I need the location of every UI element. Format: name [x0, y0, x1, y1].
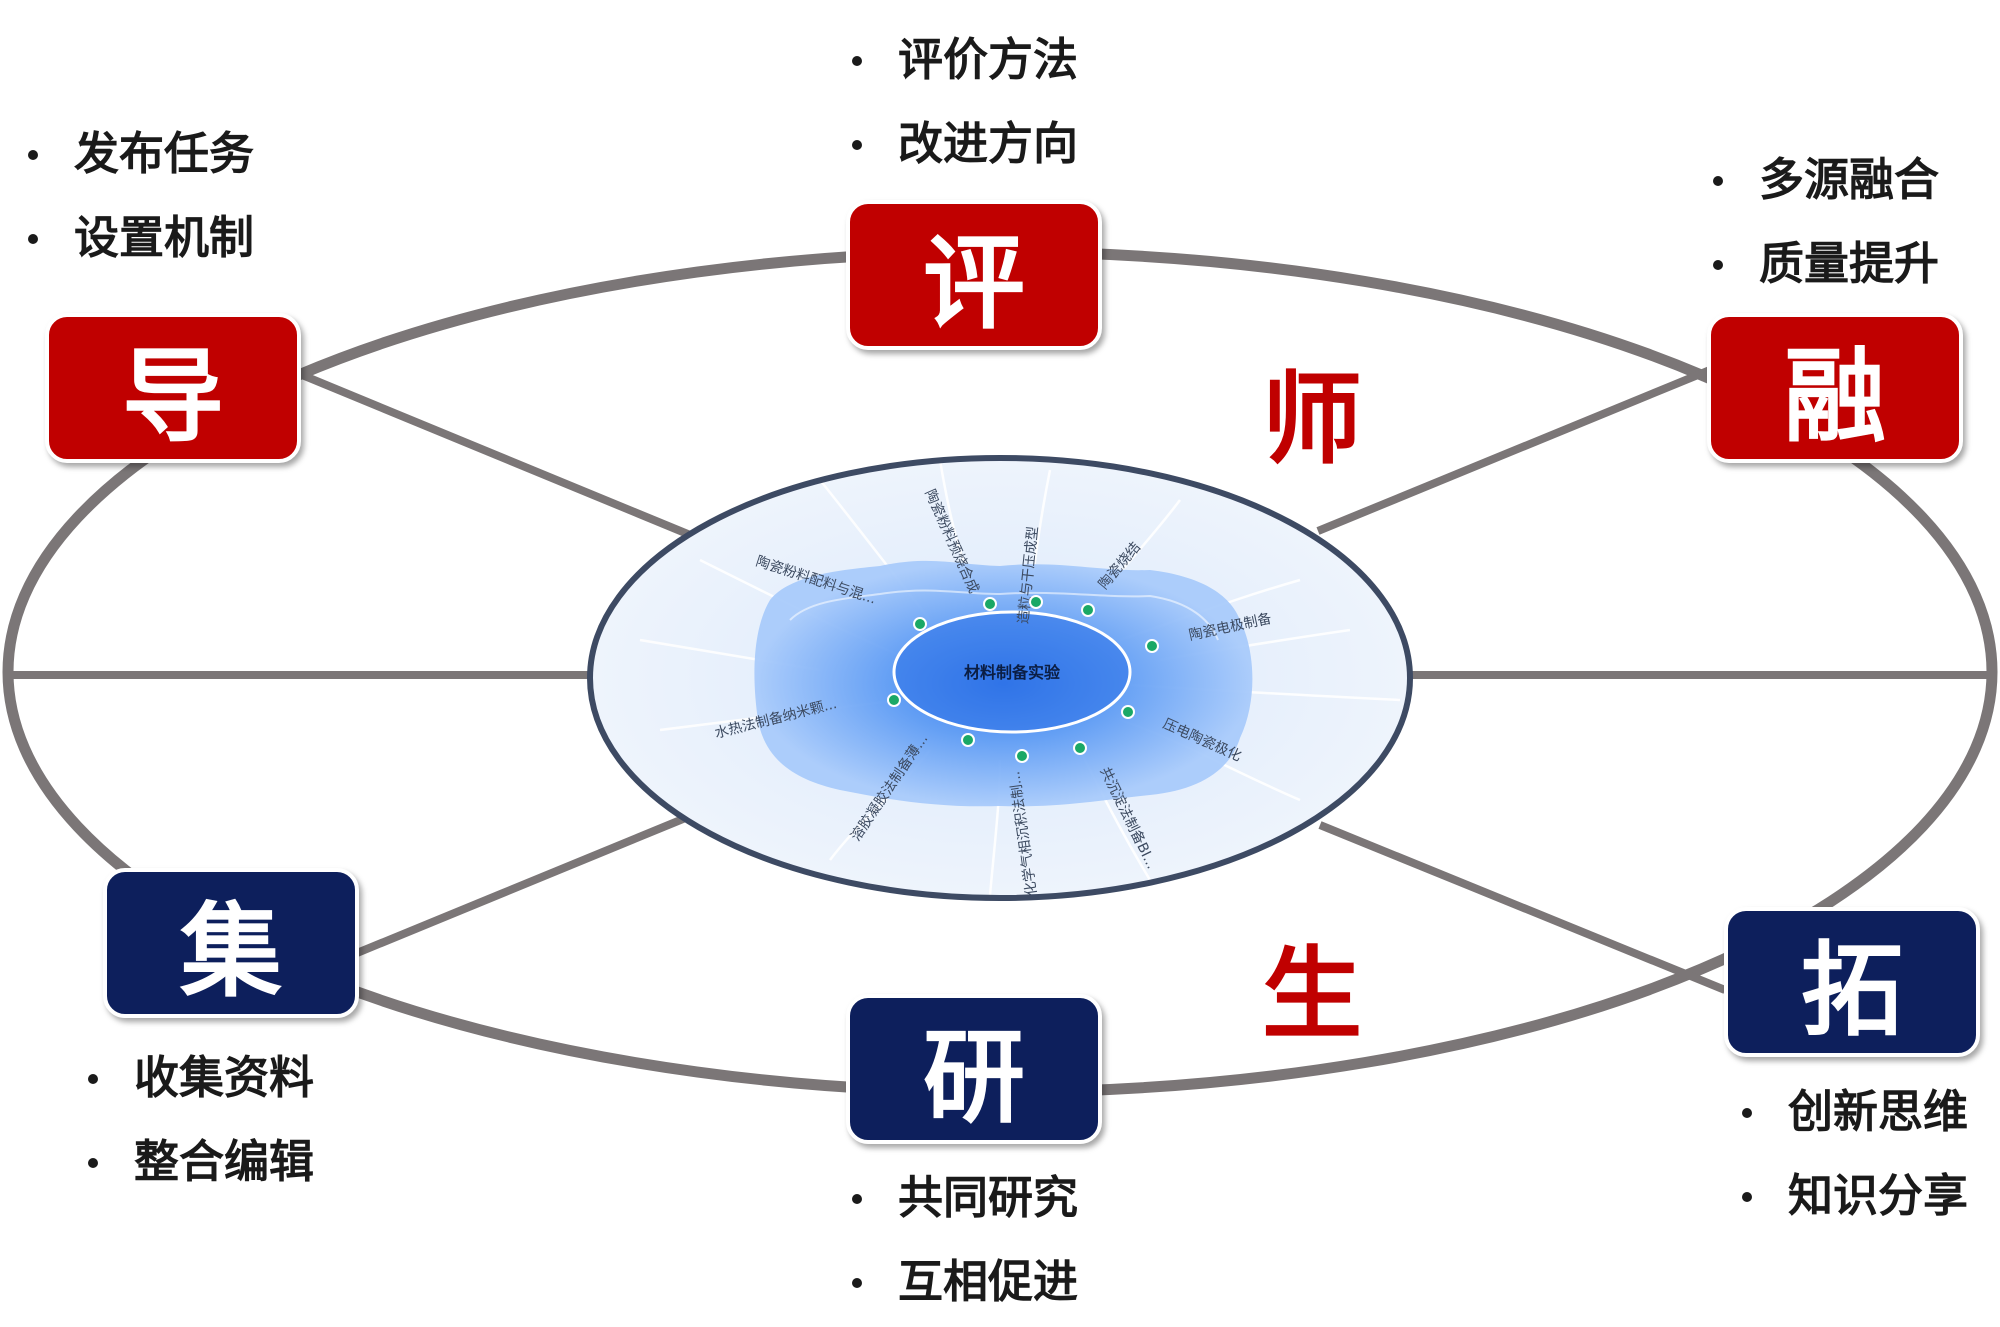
- node-dao-box: 导: [45, 313, 301, 463]
- node-ping-box: 评: [846, 200, 1102, 350]
- branch-markers: [887, 595, 1159, 763]
- bullet-item: 收集资料: [78, 1036, 314, 1120]
- node-ji-bullets: 收集资料 整合编辑: [78, 1036, 314, 1204]
- bullet-item: 共同研究: [842, 1156, 1078, 1240]
- center-disc-border: [587, 455, 1413, 901]
- spoke-upper-left: [288, 366, 697, 541]
- node-tuo-box: 拓: [1724, 907, 1980, 1057]
- bullet-item: 设置机制: [18, 196, 254, 280]
- spoke-lower-right: [1318, 821, 1727, 994]
- bullet-item: 质量提升: [1703, 222, 1939, 306]
- node-yan-box: 研: [846, 994, 1102, 1144]
- node-ping-bullets: 评价方法 改进方向: [842, 18, 1078, 186]
- bullet-item: 多源融合: [1703, 138, 1939, 222]
- node-ji-box: 集: [103, 868, 359, 1018]
- spoke-lower-left: [338, 808, 702, 964]
- node-rong-box: 融: [1707, 313, 1963, 463]
- node-dao-bullets: 发布任务 设置机制: [18, 112, 254, 280]
- node-tuo-bullets: 创新思维 知识分享: [1732, 1070, 1968, 1238]
- center-title: 材料制备实验: [964, 663, 1061, 682]
- spokes: [10, 366, 1993, 994]
- bullet-item: 知识分享: [1732, 1154, 1968, 1238]
- bullet-item: 整合编辑: [78, 1120, 314, 1204]
- bullet-item: 评价方法: [842, 18, 1078, 102]
- node-rong-bullets: 多源融合 质量提升: [1703, 138, 1939, 306]
- teacher-label: 师: [1262, 361, 1362, 478]
- bullet-item: 创新思维: [1732, 1070, 1968, 1154]
- bullet-item: 发布任务: [18, 112, 254, 196]
- spoke-upper-right: [1316, 366, 1712, 535]
- center-map: 材料制备实验 陶瓷粉料配料与混... 陶瓷粉料预烧合成 造粒与干压成型 陶瓷烧结…: [587, 455, 1413, 901]
- student-label: 生: [1262, 936, 1362, 1053]
- node-yan-bullets: 共同研究 互相促进: [842, 1156, 1078, 1324]
- bullet-item: 互相促进: [842, 1240, 1078, 1324]
- bullet-item: 改进方向: [842, 102, 1078, 186]
